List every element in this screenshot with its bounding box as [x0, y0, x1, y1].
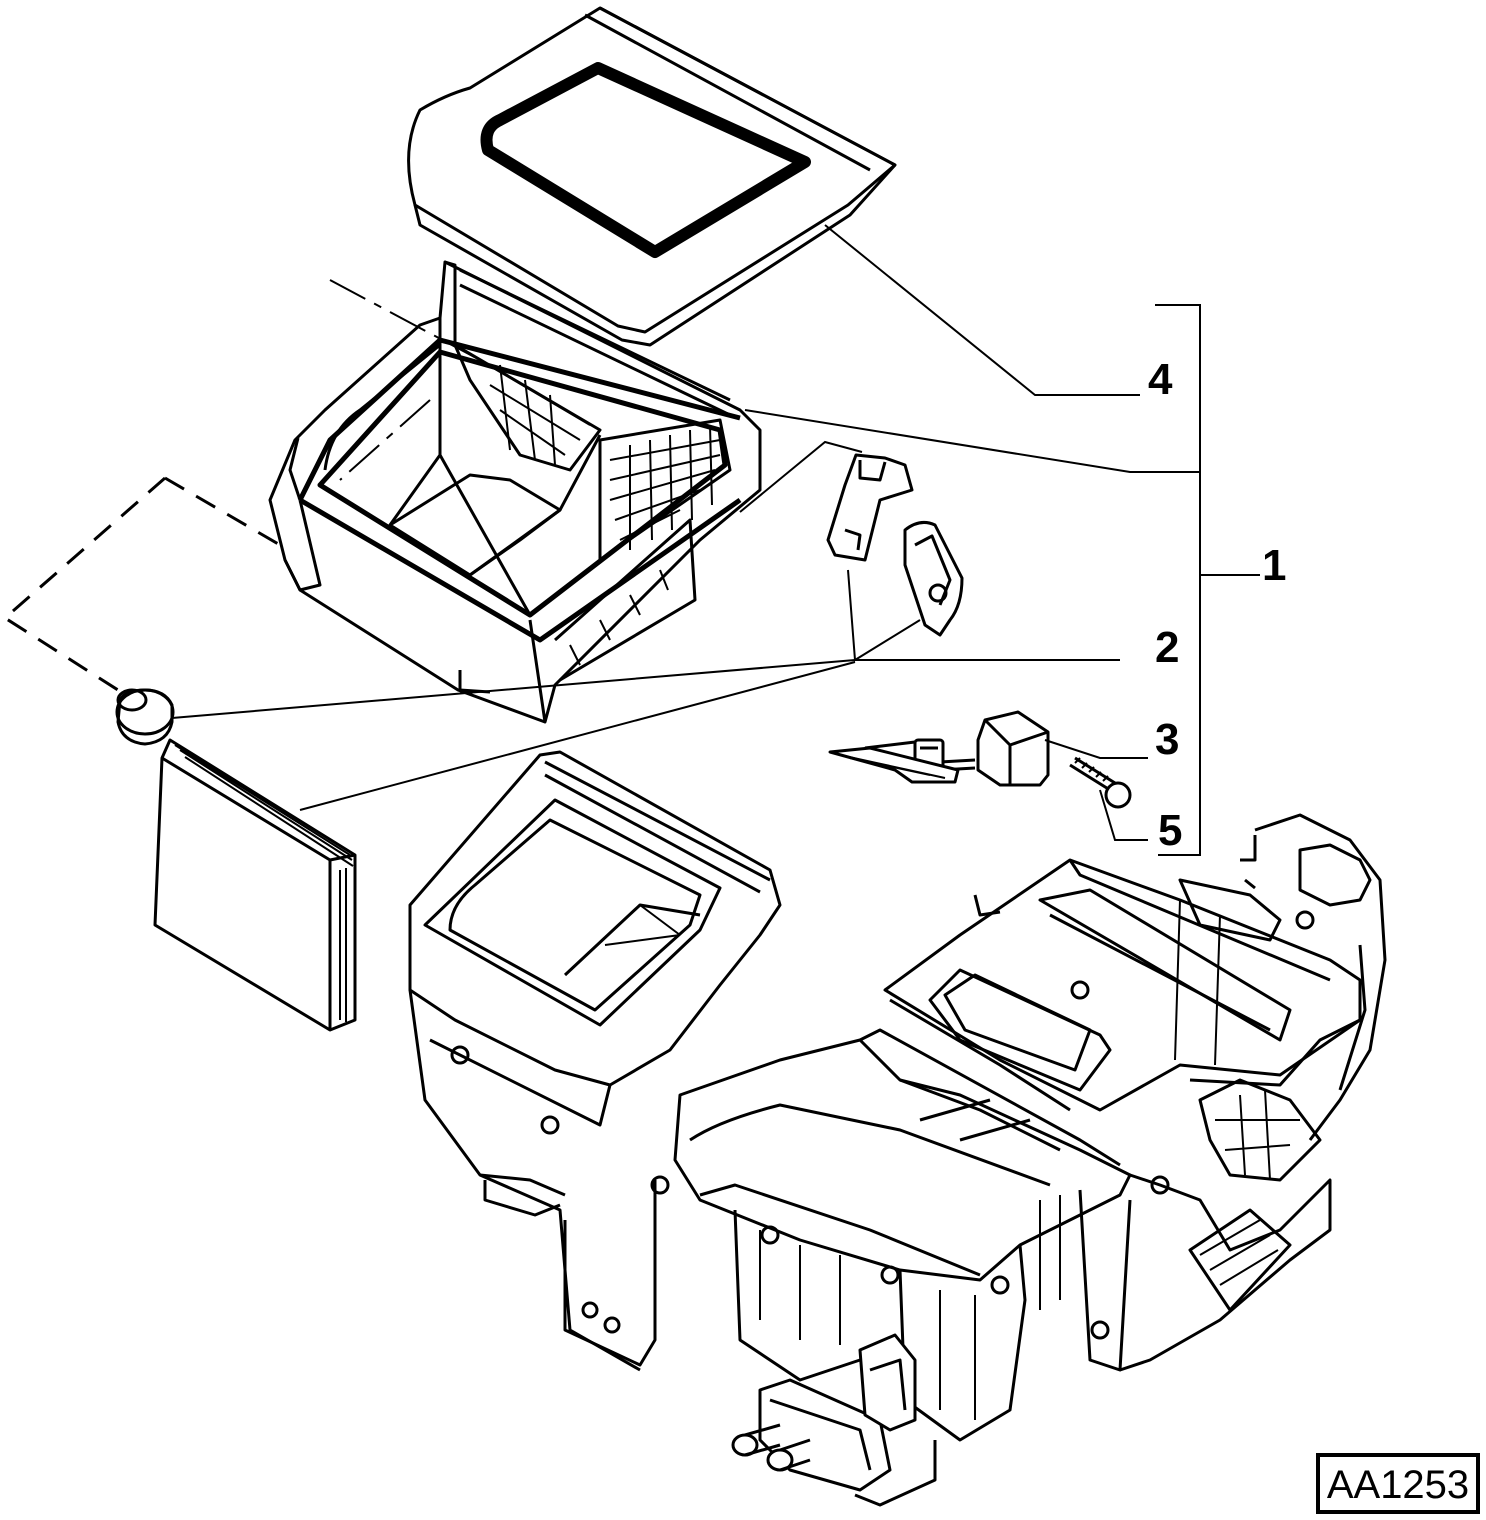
part-bushing[interactable]	[115, 688, 175, 746]
callout-1: 1	[1262, 541, 1286, 590]
leader-lines	[171, 224, 1260, 856]
alignment-line	[339, 399, 431, 481]
part-clip-bracket[interactable]	[826, 453, 964, 637]
callout-2: 2	[1155, 623, 1179, 672]
part-screw[interactable]	[1069, 756, 1132, 809]
alignment-line-dashed	[2, 476, 281, 692]
alignment-line	[329, 279, 481, 361]
part-cover-frame[interactable]	[407, 6, 897, 347]
callout-5: 5	[1158, 806, 1182, 855]
callout-3: 3	[1155, 715, 1179, 764]
part-hvac-unit	[408, 750, 1387, 1507]
drawing-code: AA1253	[1327, 1463, 1469, 1507]
part-actuator[interactable]	[828, 710, 1050, 787]
part-filter-element[interactable]	[153, 738, 357, 1032]
callout-4: 4	[1148, 355, 1173, 404]
part-air-box-housing[interactable]	[268, 260, 762, 724]
drawing-code-box: AA1253	[1316, 1453, 1480, 1514]
alignment-line	[739, 440, 863, 513]
